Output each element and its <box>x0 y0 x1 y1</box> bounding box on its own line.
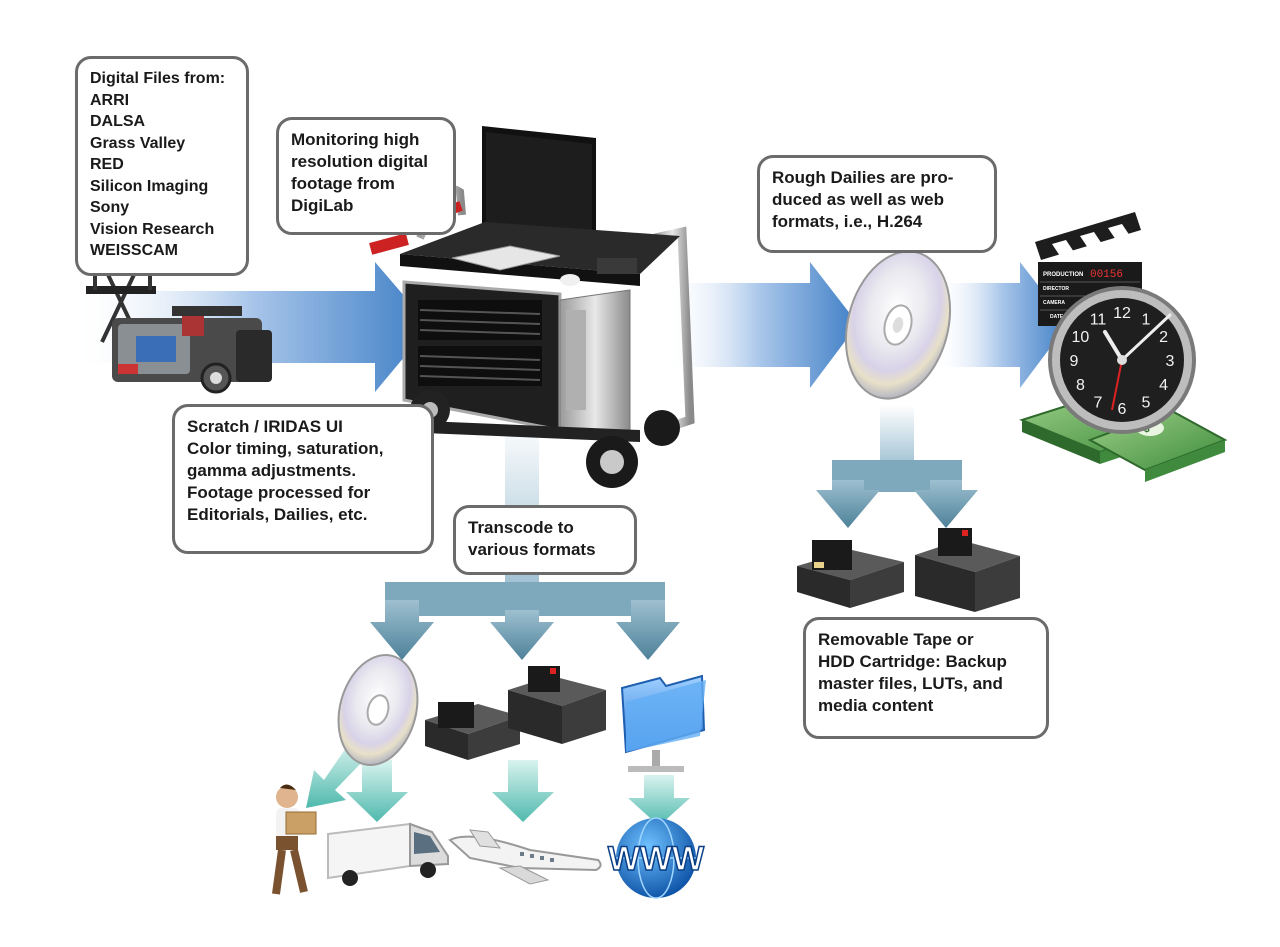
flow-arrow-2 <box>662 262 858 388</box>
camera-label: CAMERA <box>1043 300 1065 306</box>
clock-number: 12 <box>1113 305 1131 322</box>
production-label: PRODUCTION <box>1043 272 1083 278</box>
callout-line: Monitoring high <box>291 130 420 149</box>
clock-number: 3 <box>1166 353 1175 370</box>
branch-arrow-left <box>370 600 434 660</box>
branch-arrow-right <box>616 600 680 660</box>
clock-number: 11 <box>1090 311 1107 328</box>
hdd-drive-icon <box>508 666 606 744</box>
disc-icon <box>337 654 419 766</box>
delivery-arrow-truck <box>346 760 408 822</box>
director-label: DIRECTOR <box>1043 286 1069 292</box>
callout-line: Rough Dailies are pro- <box>772 168 954 187</box>
monitoring-callout: Monitoring high resolution digital footage… <box>276 117 456 235</box>
truck-icon <box>327 822 449 886</box>
delivery-arrow-courier <box>306 742 366 808</box>
callout-line: master files, LUTs, and <box>818 674 1003 693</box>
callout-line: Editorials, Dailies, etc. <box>187 505 368 524</box>
production-number: 00156 <box>1090 269 1123 281</box>
delivery-arrow-plane <box>492 760 554 822</box>
scratch-callout: Scratch / IRIDAS UI Color timing, saturat… <box>172 404 434 554</box>
sources-callout: Digital Files from: ARRI DALSA Grass Valley… <box>75 56 249 276</box>
transcode-callout: Transcode to various formats <box>453 505 637 575</box>
callout-line: DALSA <box>90 113 146 130</box>
callout-line: Silicon Imaging <box>90 177 209 195</box>
removable-callout: Removable Tape or HDD Cartridge: Backup ma… <box>803 617 1049 739</box>
camera-icon <box>112 306 272 394</box>
globe-icon: WWW <box>607 817 706 899</box>
flow-arrow-3 <box>935 262 1068 388</box>
callout-line: Footage processed for <box>187 483 371 502</box>
clock-number: 4 <box>1159 377 1168 394</box>
delivery-arrows <box>306 742 690 826</box>
callout-line: Digital Files from: <box>90 70 226 87</box>
callout-line: duced as well as web <box>772 190 944 209</box>
clock-number: 9 <box>1070 353 1079 370</box>
callout-line: media content <box>818 696 934 715</box>
callout-line: Vision Research <box>90 220 215 238</box>
callout-line: Color timing, saturation, <box>187 439 384 458</box>
dailies-callout: Rough Dailies are pro-duced as well as w… <box>757 155 997 253</box>
callout-line: WEISSCAM <box>90 242 178 259</box>
callout-line: Scratch / IRIDAS UI <box>187 417 343 436</box>
callout-line: resolution digital <box>291 152 428 171</box>
courier-person-icon <box>272 784 317 895</box>
callout-line: DigiLab <box>291 196 354 215</box>
backup-arrow-left <box>816 480 880 528</box>
disc-icon <box>844 250 952 400</box>
callout-line: Grass Valley <box>90 134 186 152</box>
clock-number: 5 <box>1142 395 1151 412</box>
callout-line: Sony <box>90 199 130 216</box>
delivery-arrow-web <box>628 775 690 826</box>
callout-line: ARRI <box>90 91 130 109</box>
callout-line: Removable Tape or <box>818 630 974 649</box>
callout-line: gamma adjustments. <box>187 461 357 480</box>
clock-number: 6 <box>1118 401 1127 418</box>
hdd-drive-icon <box>915 528 1020 612</box>
callout-line: footage from <box>291 174 395 193</box>
folder-icon <box>620 674 706 772</box>
backup-arrow-right <box>914 480 978 528</box>
backup-branch-arrows <box>816 405 978 528</box>
tape-drive-icon <box>797 540 904 608</box>
callout-line: formats, i.e., H.264 <box>772 212 923 231</box>
branch-arrow-mid <box>490 610 554 660</box>
clock-number: 2 <box>1159 329 1168 346</box>
callout-line: RED <box>90 156 124 173</box>
callout-line: HDD Cartridge: Backup <box>818 652 1007 671</box>
clock-number: 10 <box>1072 329 1090 346</box>
airplane-icon <box>448 829 602 885</box>
web-globe-text: WWW <box>608 840 705 878</box>
clock-number: 1 <box>1142 311 1151 328</box>
callout-line: Transcode to <box>468 518 574 537</box>
date-label: DATE <box>1050 314 1064 320</box>
clock-number: 8 <box>1076 377 1085 394</box>
tape-drive-icon <box>425 702 520 760</box>
callout-line: various formats <box>468 540 596 559</box>
clock-number: 7 <box>1094 395 1103 412</box>
